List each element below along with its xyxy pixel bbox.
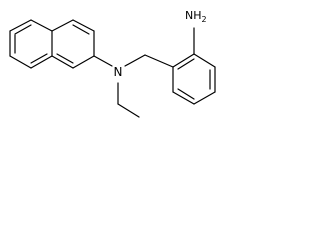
bond-methylene-benzene: [144, 54, 174, 68]
molecule-diagram: N NH2: [9, 9, 216, 118]
naphthalene-ring-right: [51, 19, 95, 69]
bond: [9, 19, 32, 32]
double-bond-inner: [30, 53, 48, 64]
bond: [72, 55, 95, 69]
bond: [193, 53, 216, 68]
bond: [51, 55, 74, 69]
bond: [51, 19, 74, 32]
bond: [172, 91, 195, 105]
nitrogen-atom-label: N: [114, 65, 123, 79]
bond-nitrogen-methylene: [124, 54, 146, 67]
double-bond-inner: [177, 58, 195, 70]
bond: [193, 91, 216, 105]
double-bond-inner: [72, 24, 90, 35]
bond: [172, 53, 195, 68]
bond: [30, 19, 53, 32]
bond: [9, 55, 32, 69]
double-bond-inner: [14, 24, 32, 35]
amine-group-label: NH2: [185, 9, 207, 24]
naphthalene-ring-left: [9, 19, 53, 69]
bond-ethyl: [117, 103, 140, 118]
amine-main-label: NH: [185, 9, 202, 22]
benzene-ring: [172, 53, 216, 105]
double-bond-inner: [56, 53, 74, 64]
double-bond-inner: [177, 88, 195, 100]
bond: [72, 19, 95, 32]
bond-naphthyl-nitrogen: [93, 55, 113, 67]
amine-subscript-label: 2: [202, 15, 207, 24]
bond: [30, 55, 53, 69]
